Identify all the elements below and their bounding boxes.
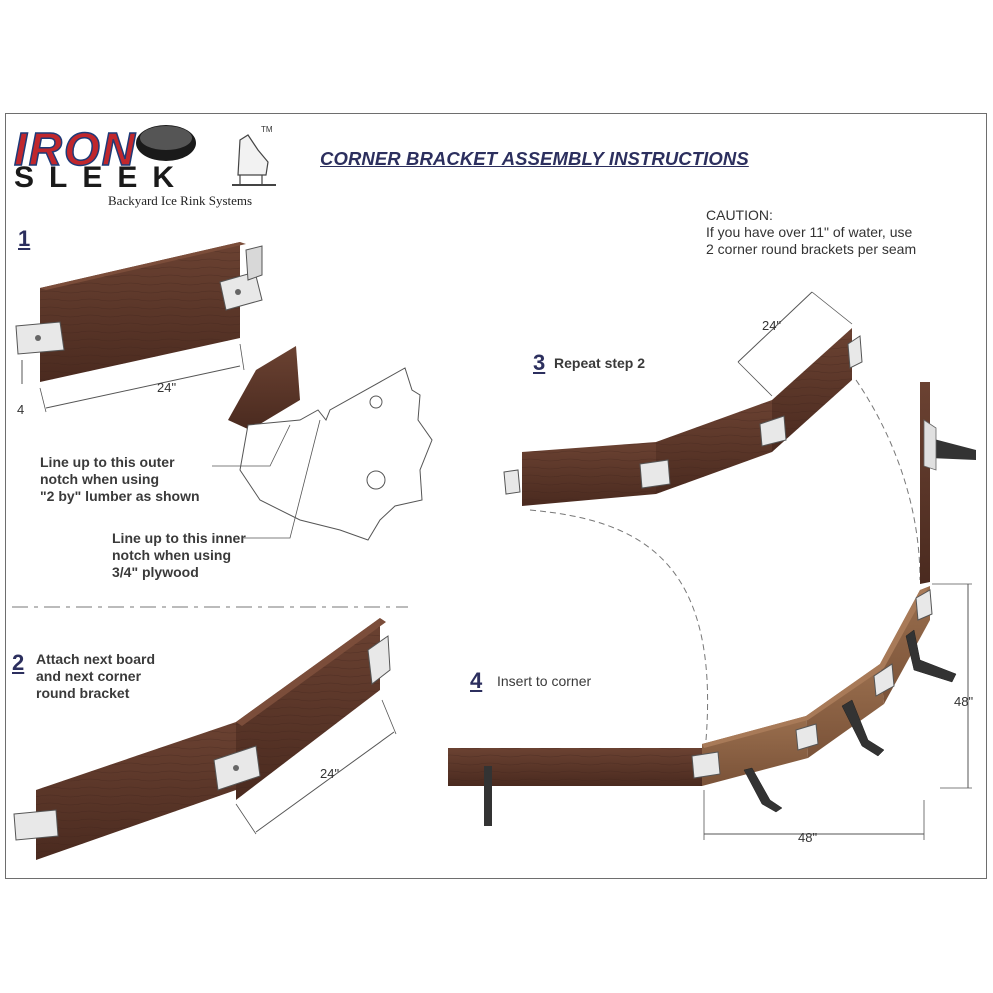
trademark-mark: TM	[261, 125, 273, 134]
step3-to-step4-curve-right	[855, 379, 921, 581]
step2-length-dimension-line	[255, 731, 395, 833]
corner-stakes	[743, 629, 957, 813]
step4-vertical-length-label: 48"	[954, 694, 974, 709]
step2-board-left	[36, 722, 236, 860]
step1-bracket-left	[15, 321, 65, 355]
outer-notch-line-3: "2 by" lumber as shown	[40, 488, 200, 504]
step1-bracket-right	[219, 245, 263, 311]
step2-line-1: Attach next board	[36, 651, 156, 667]
outer-notch-leader-line	[212, 424, 291, 467]
brand-tagline: Backyard Ice Rink Systems	[108, 193, 253, 208]
step2-label: Attach next board and next corner round …	[36, 651, 155, 702]
step3-length-dimension-line	[737, 291, 813, 363]
step3-number: 3	[533, 350, 546, 375]
step4-number: 4	[470, 668, 483, 693]
step3-board-1	[522, 442, 656, 506]
caution-heading: CAUTION:	[706, 207, 773, 223]
step1-length-label: 24"	[157, 380, 177, 395]
inner-notch-label: Line up to this inner notch when using 3…	[112, 530, 246, 581]
outer-notch-label: Line up to this outer notch when using "…	[40, 454, 200, 505]
logo-sleek-text: SLEEK	[14, 161, 190, 194]
step1-board	[40, 242, 246, 382]
step2-bracket-middle	[213, 745, 261, 791]
step3-board-2	[656, 400, 772, 494]
corner-brackets	[691, 589, 933, 779]
step3-length-label: 24"	[762, 318, 782, 333]
step2-length-label: 24"	[320, 766, 340, 781]
step2-line-2: and next corner	[36, 668, 142, 684]
rink-wall-vertical	[920, 382, 976, 584]
logo-iron-text: IRON	[13, 123, 137, 175]
step2-line-3: round bracket	[36, 685, 130, 701]
step2-board-right	[236, 618, 386, 800]
caution-text-line-2: 2 corner round brackets per seam	[706, 241, 917, 257]
ice-skate-icon	[232, 134, 276, 186]
outer-notch-line-1: Line up to this outer	[40, 454, 175, 470]
inner-notch-leader-line	[244, 419, 321, 539]
step1-length-dimension-line	[45, 365, 241, 409]
step4-label: Insert to corner	[497, 673, 592, 689]
step3-label: Repeat step 2	[554, 355, 646, 371]
inner-notch-line-2: notch when using	[112, 547, 231, 563]
step3-board-3	[772, 328, 852, 452]
step4-horizontal-length-label: 48"	[798, 830, 818, 845]
step2-bracket-right	[367, 635, 391, 685]
bracket-detail-drawing	[228, 346, 433, 541]
step2-number: 2	[12, 650, 25, 675]
step2-bracket-left	[13, 809, 59, 841]
step1-height-label: 4	[17, 402, 25, 417]
caution-text-line-1: If you have over 11" of water, use	[706, 224, 913, 240]
corner-assembly-boards	[702, 586, 930, 786]
step3-to-step4-curve-left	[529, 509, 708, 741]
caution-note: CAUTION: If you have over 11" of water, …	[706, 207, 916, 258]
inner-notch-line-3: 3/4" plywood	[112, 564, 199, 580]
instruction-sheet-frame	[5, 113, 987, 879]
inner-notch-line-1: Line up to this inner	[112, 530, 246, 546]
step1-number: 1	[18, 226, 31, 251]
step3-brackets	[503, 335, 863, 495]
rink-wall-horizontal	[448, 748, 702, 826]
outer-notch-line-2: notch when using	[40, 471, 159, 487]
page-title: CORNER BRACKET ASSEMBLY INSTRUCTIONS	[320, 148, 749, 169]
